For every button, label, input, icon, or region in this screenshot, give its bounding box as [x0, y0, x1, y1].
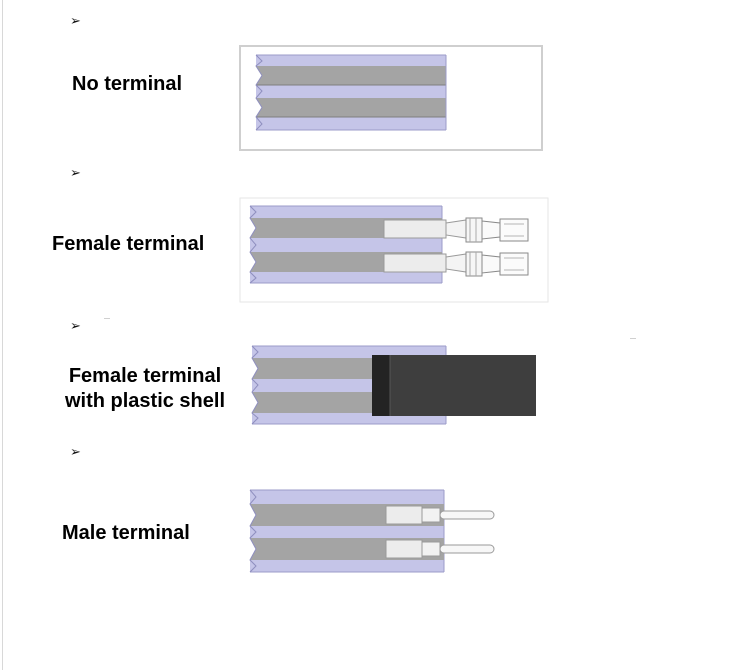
plastic-shell — [372, 355, 536, 416]
cable-jacket-stripe — [250, 206, 442, 218]
cable-jacket-stripe — [256, 85, 446, 98]
male-terminal-2 — [385, 539, 495, 559]
cable-jacket-stripe — [250, 272, 442, 283]
male-terminal-1 — [385, 505, 495, 525]
arrow-bullet-icon: ➢ — [70, 319, 81, 334]
label-male-terminal: Male terminal — [62, 522, 190, 544]
label-female-terminal-plastic-shell: Female terminal with plastic shell — [52, 364, 238, 414]
female-terminal-1 — [383, 217, 529, 243]
plastic-shell-edge — [372, 355, 390, 416]
label-line-1: Female terminal — [68, 365, 222, 387]
label-line-2: with plastic shell — [64, 390, 226, 412]
conductor-2 — [256, 98, 446, 117]
arrow-bullet-icon: ➢ — [70, 166, 81, 181]
stray-mark — [630, 338, 636, 339]
female-terminal-diagram — [239, 197, 549, 303]
label-female-terminal: Female terminal — [52, 233, 205, 255]
male-terminal-diagram — [249, 489, 495, 573]
arrow-bullet-icon: ➢ — [70, 445, 81, 460]
no-terminal-diagram — [239, 45, 543, 151]
stray-mark — [104, 318, 110, 319]
label-no-terminal: No terminal — [72, 73, 183, 95]
female-terminal-plastic-shell-diagram — [251, 345, 536, 425]
cable-jacket-stripe — [252, 413, 446, 424]
cable-jacket-stripe — [256, 55, 446, 66]
cable-jacket-stripe — [250, 560, 444, 572]
conductor-1 — [256, 66, 446, 85]
cable-jacket-stripe — [256, 117, 446, 130]
cable-jacket-stripe — [250, 238, 442, 252]
cable-jacket-stripe — [250, 490, 444, 504]
female-terminal-2 — [383, 251, 529, 277]
left-frame-line — [2, 0, 3, 670]
cable-jacket-stripe — [250, 526, 444, 538]
arrow-bullet-icon: ➢ — [70, 14, 81, 29]
